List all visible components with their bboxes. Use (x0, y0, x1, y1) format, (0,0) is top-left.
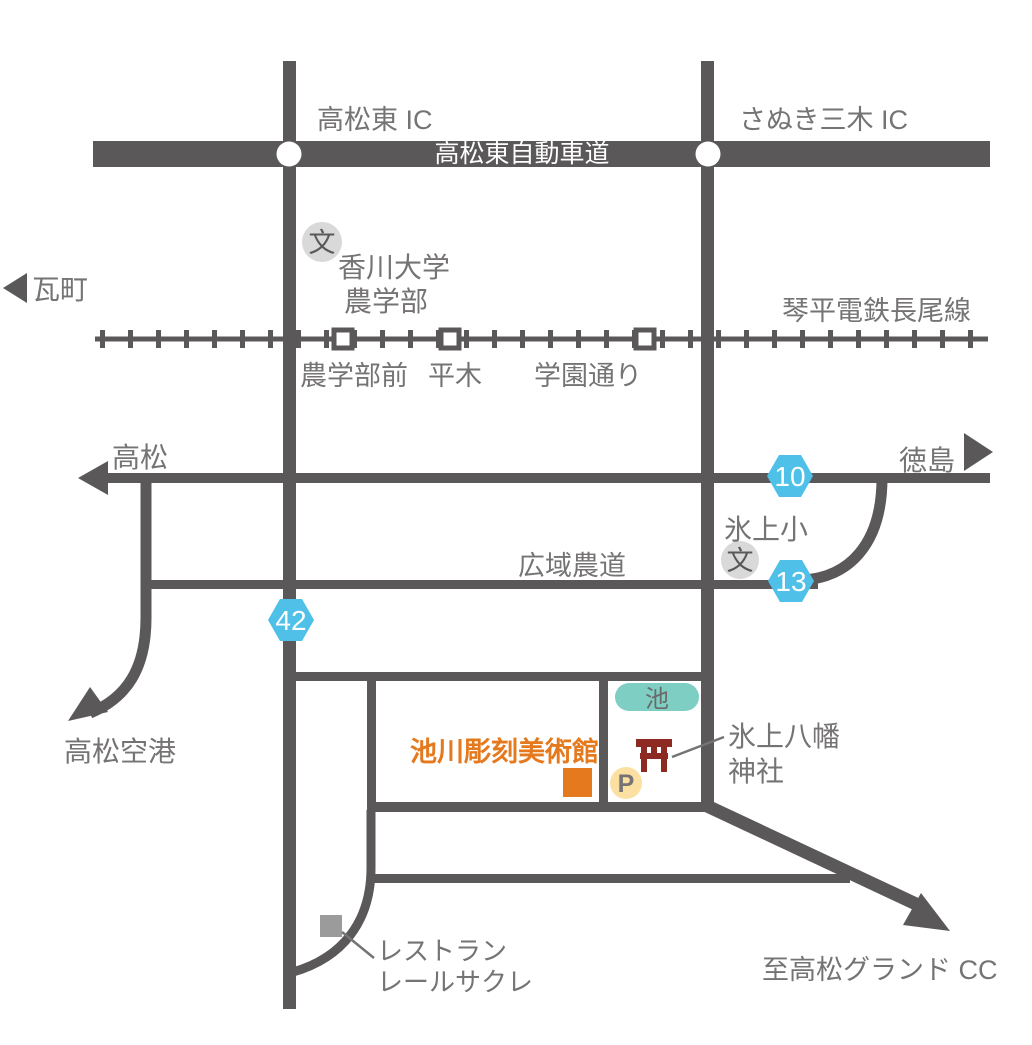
kawaramachi-arrow (3, 273, 27, 303)
torii-beam (640, 753, 668, 759)
museum-marker (563, 768, 592, 797)
museum-label: 池川彫刻美術館 (410, 736, 599, 767)
kouiki-nodo-label: 広域農道 (518, 551, 626, 581)
railway-name-label: 琴平電鉄長尾線 (782, 296, 971, 326)
airport-road (87, 478, 152, 719)
school-mark-university: 文 (309, 228, 336, 258)
takamatsu-tokushima-road (100, 473, 990, 483)
expressway-name-label: 高松東自動車道 (434, 140, 609, 168)
station-marker-gakuendori (633, 327, 657, 351)
tokushima-label: 徳島 (899, 445, 955, 476)
railway (95, 327, 988, 351)
pond-shape (615, 683, 699, 711)
shrine-label-line2: 神社 (728, 756, 784, 787)
takamatsu-label: 高松 (112, 442, 168, 473)
route-42-badge (268, 599, 314, 641)
ic-left-label: 高松東 IC (317, 105, 433, 135)
airport-label: 高松空港 (64, 736, 176, 767)
shrine-leader-line (671, 735, 725, 759)
route-10-number: 10 (774, 461, 805, 492)
school-badge-hikami (721, 541, 759, 579)
route13-curve-road (801, 477, 888, 586)
takamatsu-arrow (78, 461, 108, 495)
main-road-vertical-east (701, 61, 714, 810)
restaurant-curve-road (291, 810, 376, 977)
kouiki-nodo-road (143, 580, 818, 589)
kawaramachi-label: 瓦町 (32, 274, 88, 305)
school-badge-university (302, 222, 342, 262)
route-13-number: 13 (775, 566, 806, 597)
grand-cc-arrow (903, 893, 950, 931)
route-42-number: 42 (275, 605, 306, 636)
school-mark-hikami: 文 (727, 546, 754, 576)
museum-block-east-road (599, 672, 608, 812)
airport-arrow (68, 687, 108, 721)
pond-label: 池 (645, 686, 669, 713)
station-marker-hiragi (438, 327, 462, 351)
museum-block-west-road (367, 672, 376, 812)
route-badges (268, 455, 814, 641)
grand-cc-label: 至高松グランド CC (762, 955, 998, 985)
torii-post (651, 747, 657, 753)
torii-icon (636, 739, 672, 772)
route-10-badge (767, 455, 813, 497)
station-label-hiragi: 平木 (428, 361, 482, 391)
restaurant-marker (320, 915, 342, 937)
route-13-badge (768, 560, 814, 602)
grand-cc-road (702, 799, 919, 910)
main-road-vertical-west (283, 61, 296, 1009)
parking-label: P (618, 770, 635, 798)
road-network (3, 61, 993, 1009)
tokushima-arrow (964, 433, 993, 471)
university-label-line1: 香川大学 (338, 252, 450, 283)
station-marker-nogakubumae (331, 327, 355, 351)
hikami-elementary-label: 氷上小 (724, 514, 808, 545)
parking-badge (610, 767, 642, 799)
station-label-nogakubumae: 農学部前 (300, 361, 408, 391)
torii-lintel (636, 739, 672, 747)
ic-right-label: さぬき三木 IC (739, 105, 908, 135)
south-road (369, 874, 850, 883)
restaurant-label-line2: レールサクレ (377, 967, 533, 997)
ic-marker-sanuki-miki (695, 141, 721, 167)
restaurant-label-line1: レストラン (377, 936, 507, 966)
museum-block-south-road (367, 802, 714, 812)
labels: 高松東 IC さぬき三木 IC 瓦町 香川大学 農学部 琴平電鉄長尾線 農学部前… (32, 105, 998, 997)
ic-marker-takamatsu-higashi (276, 141, 302, 167)
university-label-line2: 農学部 (344, 286, 428, 317)
station-label-gakuendori: 学園通り (534, 361, 642, 391)
shrine-label-line1: 氷上八幡 (728, 721, 840, 752)
expressway-road (93, 141, 990, 167)
restaurant-leader-line (341, 931, 375, 959)
museum-block-north-road (289, 672, 714, 681)
